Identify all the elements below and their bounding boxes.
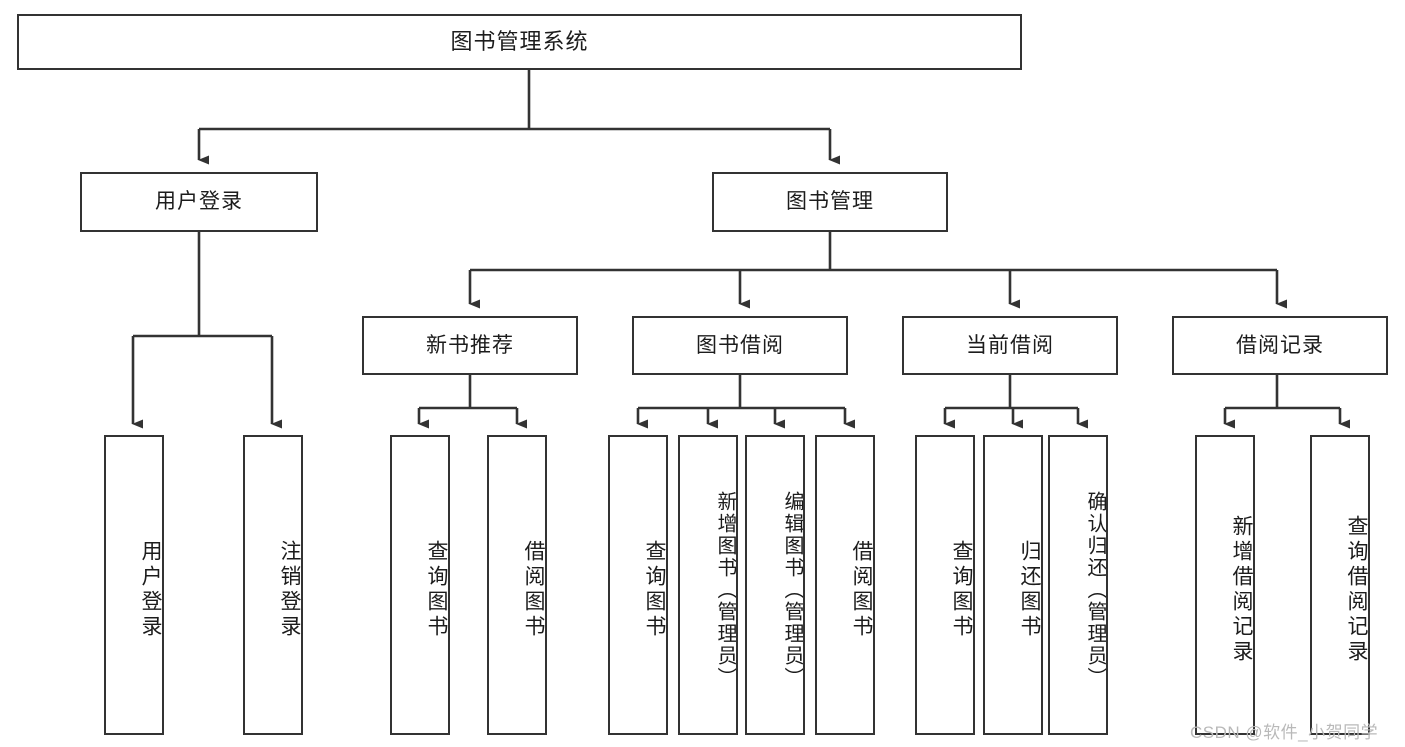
node-leaf-borrow-book[interactable]: 借阅图书 (815, 435, 875, 735)
node-leaf-add-book-admin[interactable]: 新增图书（管理员） (678, 435, 738, 735)
node-leaf-query-book-borrow[interactable]: 查询图书 (608, 435, 668, 735)
node-new-book-recommend-label: 新书推荐 (426, 333, 514, 357)
node-user-login-label: 用户登录 (155, 190, 243, 214)
node-book-borrow[interactable]: 图书借阅 (632, 316, 848, 375)
node-leaf-user-login[interactable]: 用户登录 (104, 435, 164, 735)
node-leaf-label: 查询图书 (950, 540, 973, 640)
node-current-borrow-label: 当前借阅 (966, 333, 1054, 357)
node-root-book-management-system[interactable]: 图书管理系统 (17, 14, 1022, 70)
node-leaf-label: 编辑图书（管理员） (781, 491, 803, 689)
node-leaf-user-logout[interactable]: 注销登录 (243, 435, 303, 735)
node-leaf-label: 新增借阅记录 (1230, 515, 1253, 665)
node-user-login[interactable]: 用户登录 (80, 172, 318, 232)
node-leaf-add-borrow-record[interactable]: 新增借阅记录 (1195, 435, 1255, 735)
node-leaf-label: 借阅图书 (522, 540, 545, 640)
node-leaf-label: 确认归还（管理员） (1084, 491, 1106, 689)
node-leaf-return-book[interactable]: 归还图书 (983, 435, 1043, 735)
node-root-label: 图书管理系统 (450, 28, 589, 54)
node-leaf-label: 归还图书 (1018, 540, 1041, 640)
node-leaf-query-book-new[interactable]: 查询图书 (390, 435, 450, 735)
node-leaf-label: 注销登录 (278, 540, 301, 640)
node-leaf-borrow-book-new[interactable]: 借阅图书 (487, 435, 547, 735)
node-borrow-record[interactable]: 借阅记录 (1172, 316, 1388, 375)
node-leaf-edit-book-admin[interactable]: 编辑图书（管理员） (745, 435, 805, 735)
node-leaf-confirm-return-admin[interactable]: 确认归还（管理员） (1048, 435, 1108, 735)
node-leaf-label: 新增图书（管理员） (714, 491, 736, 689)
node-leaf-query-book-current[interactable]: 查询图书 (915, 435, 975, 735)
csdn-watermark: CSDN @软件_小贺同学 (1190, 723, 1379, 742)
node-new-book-recommend[interactable]: 新书推荐 (362, 316, 578, 375)
node-leaf-label: 借阅图书 (850, 540, 873, 640)
node-leaf-label: 查询图书 (643, 540, 666, 640)
node-leaf-query-borrow-record[interactable]: 查询借阅记录 (1310, 435, 1370, 735)
node-book-manage[interactable]: 图书管理 (712, 172, 948, 232)
node-current-borrow[interactable]: 当前借阅 (902, 316, 1118, 375)
node-borrow-record-label: 借阅记录 (1236, 333, 1324, 357)
node-leaf-label: 查询图书 (425, 540, 448, 640)
node-book-manage-label: 图书管理 (786, 190, 874, 214)
node-book-borrow-label: 图书借阅 (696, 333, 784, 357)
node-leaf-label: 用户登录 (139, 540, 162, 640)
node-leaf-label: 查询借阅记录 (1345, 515, 1368, 665)
